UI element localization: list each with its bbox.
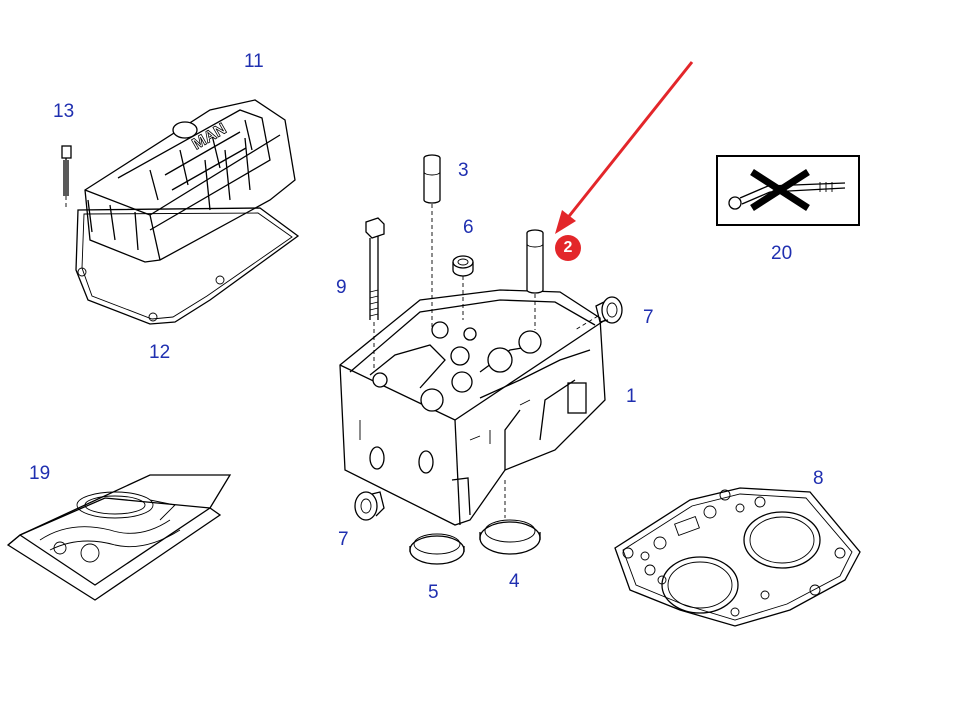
- valve-guide-long: [423, 154, 441, 330]
- valve-cover: MAN: [84, 99, 296, 263]
- callout-8: 8: [813, 468, 824, 489]
- cylinder-head: [339, 289, 606, 526]
- callout-9: 9: [336, 277, 347, 298]
- valve-seat-ring-4: [479, 480, 541, 555]
- valve-seat-ring-5: [409, 533, 465, 565]
- red-arrow-icon: [555, 61, 694, 234]
- head-gasket: [614, 487, 861, 627]
- callout-11: 11: [244, 51, 264, 72]
- sealing-plug-upper: [574, 296, 623, 331]
- valve-guide-short: [526, 229, 544, 330]
- callout-7-lower: 7: [338, 529, 349, 550]
- cover-gasket: [75, 207, 300, 325]
- valve-stem-seal: [452, 255, 474, 320]
- callout-20: 20: [771, 243, 793, 264]
- callout-6: 6: [463, 217, 474, 238]
- crossed-out-tool-icon: [716, 155, 860, 226]
- callout-3: 3: [458, 160, 469, 181]
- callout-19: 19: [29, 463, 51, 484]
- highlight-badge-2: 2: [555, 235, 581, 261]
- callout-4: 4: [509, 571, 520, 592]
- callout-5: 5: [428, 582, 439, 603]
- callout-1: 1: [626, 386, 637, 407]
- callout-7-upper: 7: [643, 307, 654, 328]
- callout-12: 12: [149, 342, 171, 363]
- head-bolt: [365, 217, 385, 370]
- gasket-set: [6, 474, 232, 601]
- sealing-plug-lower: [354, 491, 385, 521]
- cover-bolt: [61, 145, 72, 210]
- callout-13: 13: [53, 101, 75, 122]
